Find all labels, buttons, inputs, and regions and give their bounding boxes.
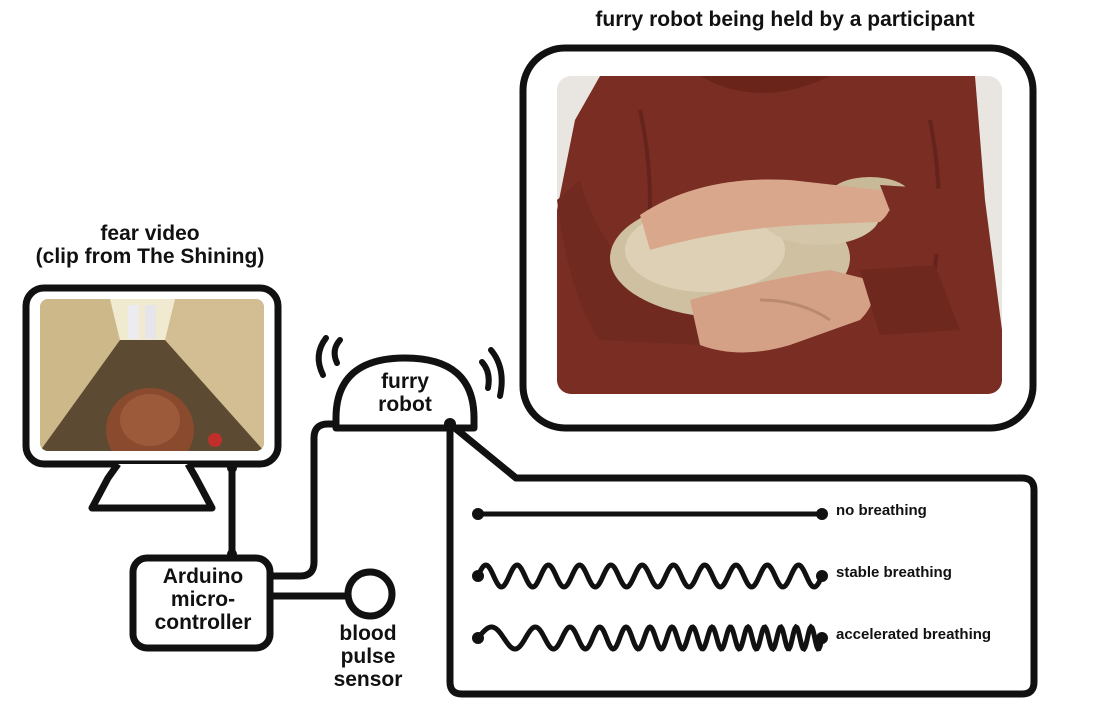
no-breathing-wave: [472, 508, 828, 520]
furry-robot-label-line2: robot: [378, 393, 432, 417]
fear-video-monitor: [22, 284, 282, 512]
fear-video-title: fear video: [100, 222, 200, 245]
no-breathing-label: no breathing: [836, 502, 927, 519]
stable-breathing-wave: [472, 562, 828, 590]
pulse-sensor-label-line1: blood: [339, 622, 397, 645]
arduino-label-line2: micro-: [170, 588, 236, 612]
arduino-controller-box: [129, 554, 274, 652]
furry-robot-label-line1: furry: [381, 370, 429, 393]
furry-robot-label: furry robot: [340, 370, 470, 416]
breathing-modes-callout: [446, 420, 1038, 698]
pulse-sensor-label: blood pulse sensor: [318, 622, 418, 691]
arduino-label-line1: Arduino: [162, 565, 244, 588]
participant-photo-panel: [519, 44, 1037, 432]
furry-robot-icon: [315, 335, 505, 432]
controller-robot-wire: [266, 420, 349, 580]
stable-breathing-label: stable breathing: [836, 564, 952, 581]
fear-video-subtitle: (clip from The Shining): [35, 245, 265, 269]
participant-photo: [557, 76, 1002, 394]
connection-wires: [228, 420, 352, 600]
video-frame: [40, 299, 264, 451]
fear-video-label: fear video (clip from The Shining): [15, 222, 285, 268]
accelerated-breathing-label: accelerated breathing: [836, 626, 992, 643]
arduino-label-line3: controller: [154, 611, 252, 635]
photo-title: furry robot being held by a participant: [595, 8, 975, 31]
arduino-label: Arduino micro- controller: [136, 565, 270, 634]
pulse-sensor-label-line2: pulse: [340, 645, 396, 669]
pulse-sensor-icon: [344, 568, 396, 620]
accelerated-breathing-wave: [472, 623, 828, 653]
pulse-sensor-label-line3: sensor: [333, 668, 403, 692]
